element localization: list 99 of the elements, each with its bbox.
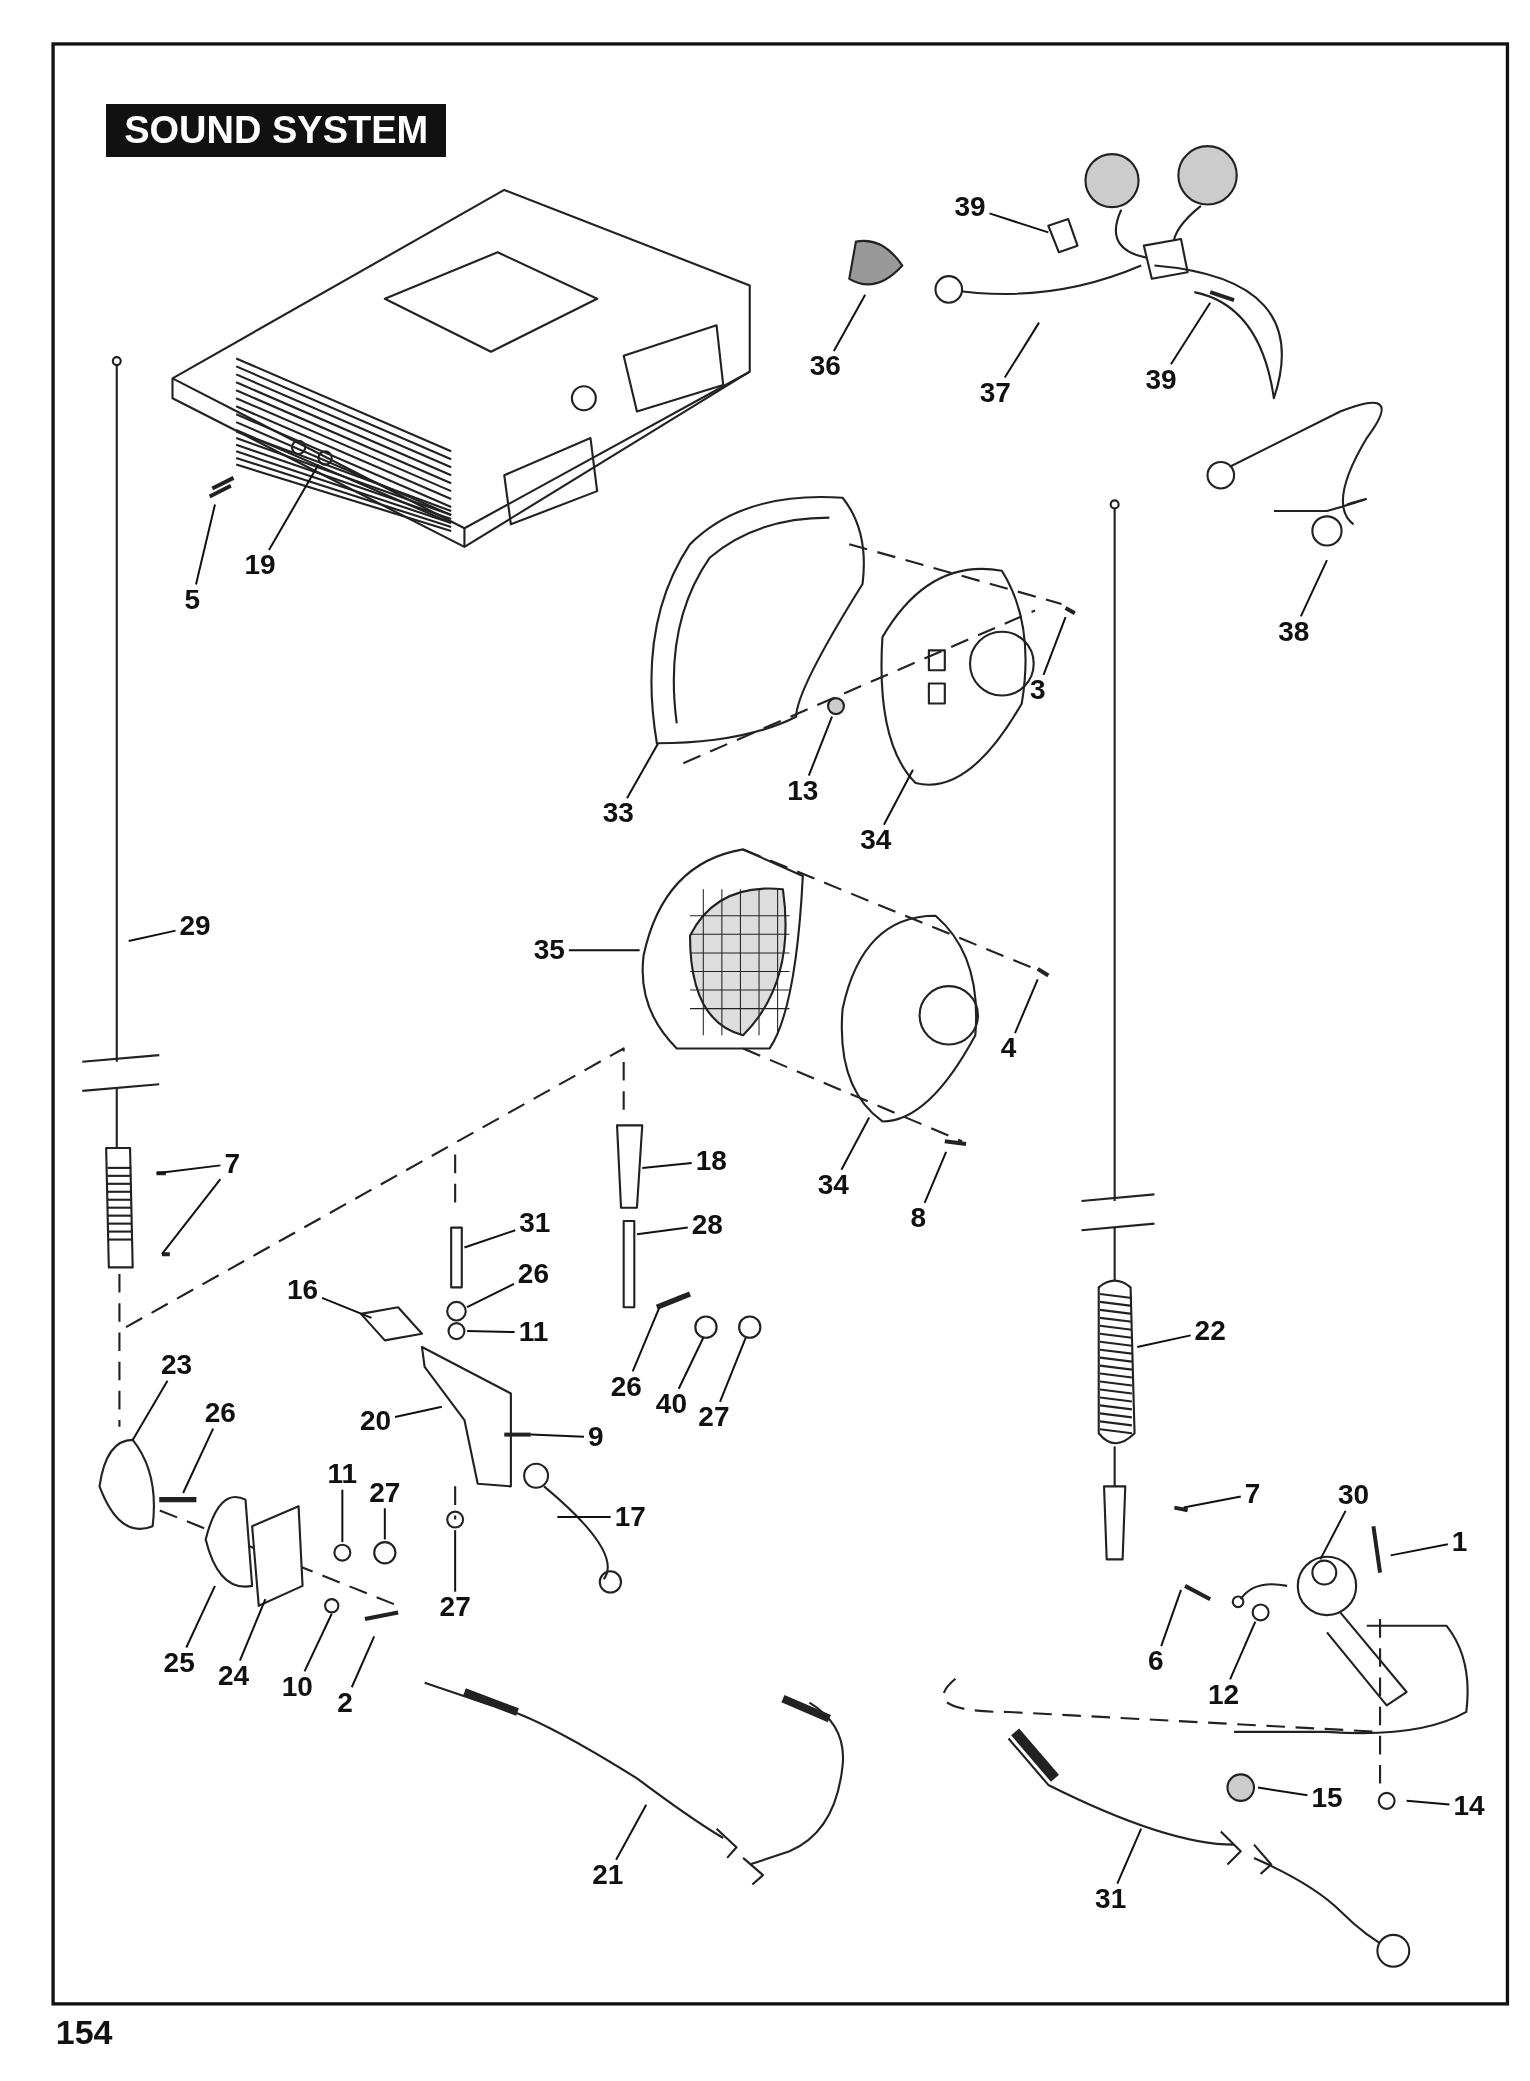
leader-line [719,1336,747,1403]
leader-line [882,768,914,826]
leader-line [615,1803,648,1861]
callout-number: 33 [602,799,634,828]
callout-number: 6 [1148,1647,1164,1676]
leader-line [1116,1827,1143,1885]
callout-number: 14 [1453,1792,1485,1820]
callout-number: 38 [1278,617,1310,646]
leader-line [567,949,641,952]
leader-line [341,1488,344,1544]
callout-number: 17 [614,1502,646,1531]
callout-number: 10 [281,1672,313,1701]
callout-number: 39 [954,193,986,221]
callout-number: 31 [1095,1884,1127,1913]
leader-line [1229,1620,1257,1681]
leader-line [394,1405,443,1419]
page-number: 154 [55,2013,113,2052]
leader-line [268,463,320,552]
callout-number: 19 [244,551,276,580]
callout-number: 35 [533,936,565,965]
leader-line [1405,1799,1451,1806]
leader-line [988,212,1050,234]
leader-line [463,1229,517,1249]
callout-number: 21 [592,1861,624,1889]
leader-line [832,293,867,352]
leader-line [185,1584,216,1649]
callout-number: 27 [439,1592,471,1621]
callout-number: 26 [517,1259,549,1288]
leader-line [641,1162,693,1169]
callout-number: 25 [163,1648,195,1677]
leader-line [807,715,833,777]
leader-line [466,1282,515,1309]
leader-line [155,1164,222,1175]
leader-line [454,1529,457,1593]
callout-number: 13 [787,776,819,805]
callout-number: 3 [1029,676,1046,704]
callout-number: 31 [519,1209,551,1238]
callout-number: 24 [217,1661,250,1690]
callout-number: 34 [817,1171,849,1199]
leader-line [923,1150,948,1204]
callout-number: 23 [160,1351,193,1380]
callout-number: 20 [359,1407,392,1436]
callout-number: 7 [1244,1480,1261,1509]
leader-line [303,1612,333,1673]
callout-number: 40 [655,1389,687,1418]
callout-number: 8 [910,1204,927,1233]
leader-line [1299,559,1328,618]
callout-number: 2 [337,1688,353,1717]
leader-line [1003,321,1040,379]
leader-line [1389,1543,1449,1557]
callout-number: 26 [204,1399,236,1428]
callout-number: 15 [1311,1784,1343,1813]
leader-line [127,929,177,942]
leader-line [160,1178,222,1256]
leader-line [350,1635,376,1689]
callout-number: 11 [518,1318,549,1347]
leader-line [1169,301,1212,366]
callout-number: 28 [691,1210,723,1239]
leader-line [182,1427,215,1494]
leader-line [1042,616,1067,676]
callout-number: 22 [1194,1316,1226,1345]
leader-line [238,1598,267,1662]
leader-line [195,503,216,586]
leader-line [631,1306,661,1373]
callout-number: 12 [1207,1680,1240,1709]
leader-line [529,1433,585,1438]
leader-line [840,1116,871,1171]
callout-number: 36 [809,352,841,381]
callout-number: 27 [698,1403,730,1432]
callout-number: 1 [1451,1527,1468,1556]
leader-line [1256,1786,1309,1797]
callout-number: 27 [369,1478,401,1507]
callout-number: 29 [179,912,211,941]
leader-line [1014,978,1039,1035]
callout-number: 7 [224,1149,240,1178]
leader-line [1182,1495,1242,1509]
callout-number: 26 [610,1372,642,1401]
callout-number: 34 [860,825,892,854]
leader-line [383,1507,386,1541]
leader-line [131,1379,169,1441]
leader-line [677,1336,705,1390]
callout-number: 30 [1337,1481,1370,1510]
callout-number: 16 [286,1275,319,1304]
leader-line [556,1515,612,1518]
callout-number: 39 [1145,365,1177,394]
callout-number: 9 [588,1423,604,1452]
leader-line [1136,1334,1192,1349]
callout-number: 5 [184,585,201,614]
leader-line [635,1226,689,1236]
title-banner: SOUND SYSTEM [106,103,447,158]
callout-number: 18 [695,1147,727,1176]
callout-number: 37 [979,378,1011,407]
callout-number: 4 [1000,1034,1017,1063]
leader-line [626,742,660,800]
leader-line [1319,1509,1347,1561]
leader-line [466,1330,516,1334]
callout-number: 11 [327,1460,358,1489]
leader-line [321,1296,373,1319]
leader-line [1160,1588,1182,1648]
